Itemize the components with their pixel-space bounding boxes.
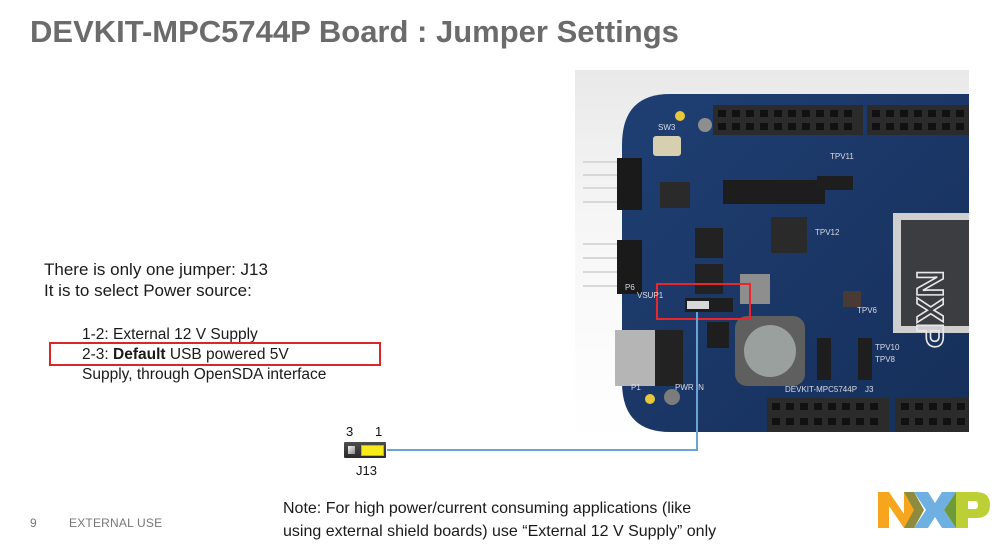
option-1-2: 1-2: External 12 V Supply xyxy=(82,326,258,343)
option-2-3-continuation: Supply, through OpenSDA interface xyxy=(82,366,327,383)
j1-jumper xyxy=(685,298,733,312)
jumper-j32-board xyxy=(858,338,872,380)
left-header-1 xyxy=(583,158,642,210)
classification-label: EXTERNAL USE xyxy=(69,516,163,530)
logo-x-right xyxy=(944,492,958,528)
mounting-dot-bottom xyxy=(645,394,655,404)
footer-note: Note: For high power/current consuming a… xyxy=(283,497,716,543)
page-number: 9 xyxy=(30,516,37,530)
note-line-1: Note: For high power/current consuming a… xyxy=(283,500,692,517)
ic-left xyxy=(660,182,690,208)
top-header-left xyxy=(713,105,863,135)
logo-x xyxy=(914,492,956,528)
j13-jumper-diagram xyxy=(344,442,386,458)
power-inductor xyxy=(735,316,805,386)
mounting-hole-bottom xyxy=(664,389,680,405)
note-line-2: using external shield boards) use “Exter… xyxy=(283,523,717,540)
silk-vsup1: VSUP1 xyxy=(637,291,664,300)
intro-text: There is only one jumper: J13 It is to s… xyxy=(44,259,268,301)
ic-lower xyxy=(695,264,723,294)
left-header-2 xyxy=(583,240,642,294)
option-2-3-default: Default xyxy=(113,346,166,363)
option-2-3: 2-3: Default USB powered 5V xyxy=(82,345,326,365)
barrel-jack-body xyxy=(655,330,683,386)
silk-p6: P6 xyxy=(625,283,635,292)
bottom-header-right xyxy=(895,398,969,432)
silk-pwr-in: PWR IN xyxy=(675,383,704,392)
ic-regulator xyxy=(771,217,807,253)
logo-p xyxy=(956,492,990,528)
silk-sw3: SW3 xyxy=(658,123,676,132)
crystal-y1 xyxy=(843,291,861,307)
intro-line-2: It is to select Power source: xyxy=(44,281,252,300)
silk-tpv8: TPV8 xyxy=(875,355,896,364)
j13-pin-1-label: 1 xyxy=(375,424,383,439)
j13-jumper-cap xyxy=(361,445,384,456)
p2-header xyxy=(723,180,825,204)
board-illustration: NXP SW3 P6 VSUP1 xyxy=(583,94,969,432)
silk-p1: P1 xyxy=(631,383,641,392)
sw3-button xyxy=(653,136,681,156)
mcu-chip: NXP xyxy=(893,213,969,349)
logo-x-left xyxy=(904,492,924,528)
mounting-hole-top xyxy=(698,118,712,132)
option-2-3-text: USB powered 5V xyxy=(165,346,289,363)
ic-u8 xyxy=(695,228,723,258)
ic-u1 xyxy=(707,322,729,348)
silk-tpv11: TPV11 xyxy=(830,152,854,161)
inductor-l2 xyxy=(740,274,770,304)
default-option-highlight xyxy=(49,342,381,366)
jumper-j26-board xyxy=(817,176,853,190)
jumper-j13-board xyxy=(817,338,831,380)
silk-tpv6: TPV6 xyxy=(857,306,878,315)
top-header-right xyxy=(867,105,969,135)
silk-devkit: DEVKIT-MPC5744P xyxy=(785,385,857,394)
j13-pin-3 xyxy=(348,446,355,454)
j13-pin-3-label: 3 xyxy=(346,424,354,439)
board-photo: NXP SW3 P6 VSUP1 xyxy=(575,70,969,440)
board-highlight-box xyxy=(656,283,751,320)
bottom-header-left xyxy=(767,398,889,432)
silk-tpv12: TPV12 xyxy=(815,228,840,237)
jumper-options: 1-2: External 12 V Supply 2-3: Default U… xyxy=(82,325,326,385)
option-2-3-prefix: 2-3: xyxy=(82,346,114,363)
logo-n xyxy=(878,492,914,528)
j13-label: J13 xyxy=(356,463,377,478)
slide-title: DEVKIT-MPC5744P Board : Jumper Settings xyxy=(30,14,679,49)
silk-tpv10: TPV10 xyxy=(875,343,900,352)
mounting-dot-top xyxy=(675,111,685,121)
silk-j3: J3 xyxy=(865,385,874,394)
barrel-jack xyxy=(615,330,655,386)
nxp-logo xyxy=(878,492,990,528)
intro-line-1: There is only one jumper: J13 xyxy=(44,260,268,279)
mcu-logo-text: NXP xyxy=(908,270,950,348)
